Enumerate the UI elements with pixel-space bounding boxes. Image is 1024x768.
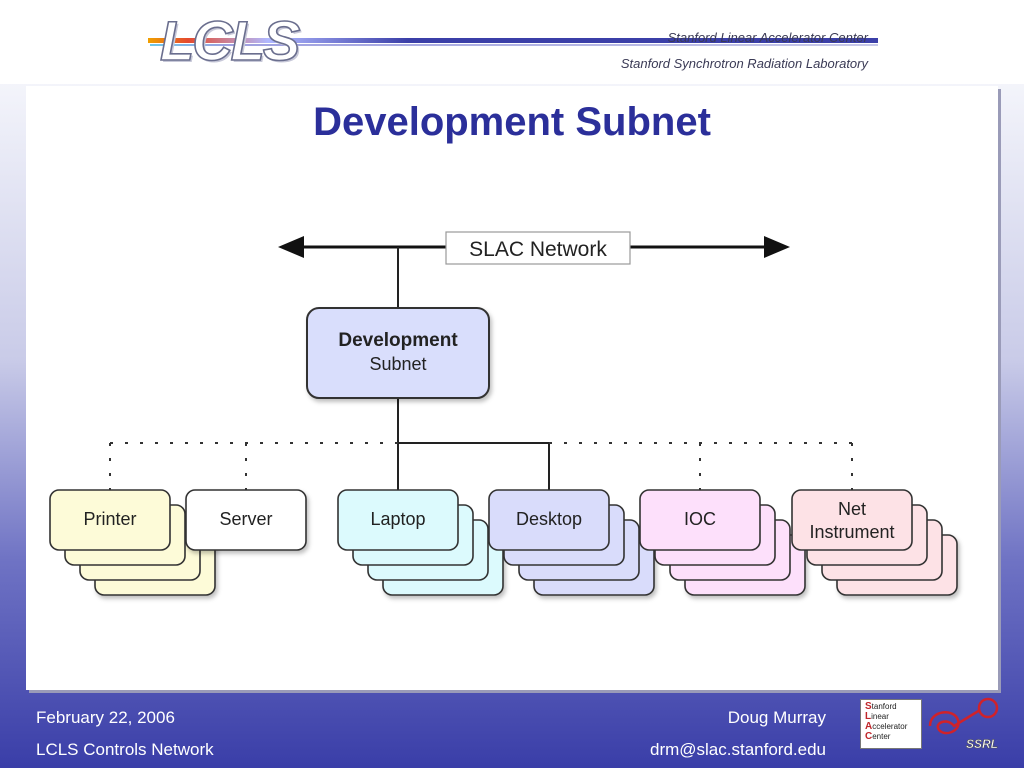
svg-text:Net: Net — [838, 499, 866, 519]
svg-text:SSRL: SSRL — [966, 737, 998, 751]
svg-text:IOC: IOC — [684, 509, 716, 529]
slac-badge-logo: Stanford Linear Accelerator Center — [860, 699, 922, 749]
footer-date: February 22, 2006 — [36, 708, 175, 727]
server-node: Server — [185, 489, 307, 551]
svg-text:Laptop: Laptop — [370, 509, 425, 529]
svg-text:Server: Server — [219, 509, 272, 529]
org-line-2: Stanford Synchrotron Radiation Laborator… — [620, 56, 868, 71]
svg-text:Instrument: Instrument — [809, 522, 894, 542]
laptop-node: Laptop — [337, 489, 504, 596]
net-instrument-node: Net Instrument — [791, 489, 958, 596]
svg-text:Printer: Printer — [83, 509, 136, 529]
lcls-logo: LCLS — [159, 8, 301, 73]
logo-stripe-secondary — [150, 44, 878, 46]
header-bar: LCLS Stanford Linear Accelerator Center … — [0, 0, 1024, 84]
desktop-node: Desktop — [488, 489, 655, 596]
ssrl-logo: SSRL — [928, 697, 998, 751]
printer-node: Printer — [49, 489, 216, 596]
svg-text:Development: Development — [338, 330, 458, 351]
footer-email: drm@slac.stanford.edu — [649, 740, 826, 759]
development-subnet-node: Development Subnet — [306, 307, 490, 399]
wireless-dotted-links — [109, 442, 853, 492]
slac-network-label: SLAC Network — [445, 231, 631, 265]
ioc-node: IOC — [639, 489, 806, 596]
slide-title: Development Subnet — [313, 100, 711, 144]
org-line-1: Stanford Linear Accelerator Center — [667, 30, 868, 45]
footer-network: LCLS Controls Network — [36, 740, 214, 759]
footer-author: Doug Murray — [727, 708, 826, 727]
logo-stripe — [148, 38, 878, 43]
svg-text:Desktop: Desktop — [516, 509, 582, 529]
svg-text:Subnet: Subnet — [369, 354, 426, 374]
svg-text:SLAC Network: SLAC Network — [469, 238, 607, 261]
